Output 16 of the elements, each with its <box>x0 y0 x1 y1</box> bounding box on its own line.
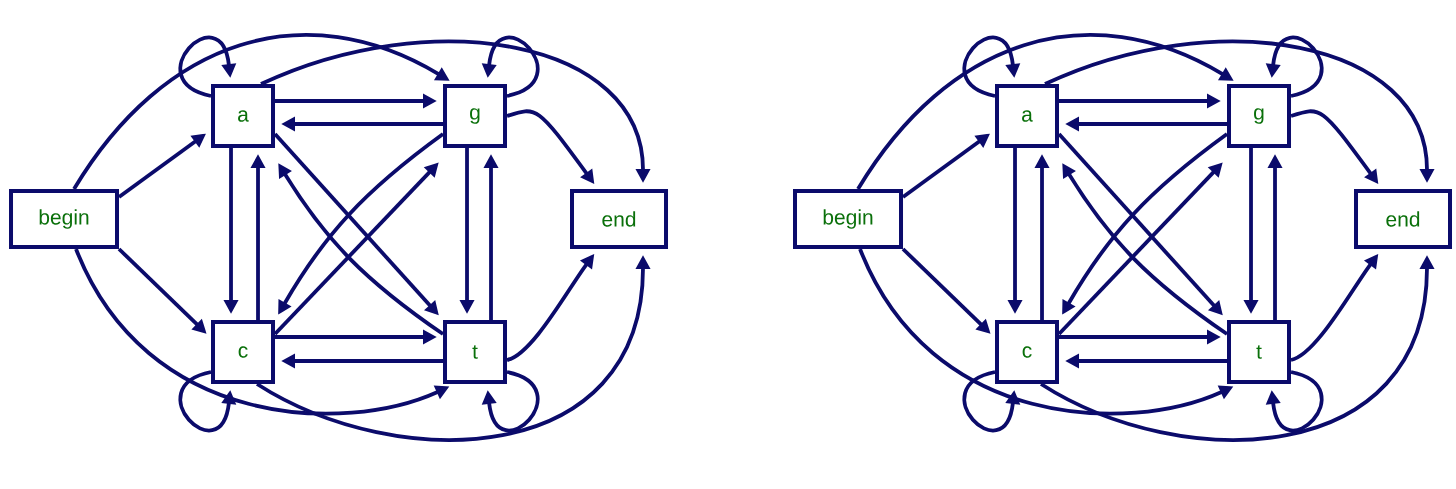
state-box: c <box>995 320 1059 384</box>
state-box: begin <box>9 189 119 249</box>
state-box: t <box>1227 320 1291 384</box>
arrow <box>962 35 1021 98</box>
state-box: a <box>995 84 1059 148</box>
state-box: g <box>443 84 507 148</box>
arrow <box>1265 370 1324 433</box>
state-box: g <box>1227 84 1291 148</box>
arrow <box>481 370 540 433</box>
state-box: end <box>1354 189 1452 249</box>
state-box: begin <box>793 189 903 249</box>
state-box: c <box>211 320 275 384</box>
arrow <box>178 35 237 98</box>
state-box: t <box>443 320 507 384</box>
state-box: a <box>211 84 275 148</box>
state-box: end <box>570 189 668 249</box>
